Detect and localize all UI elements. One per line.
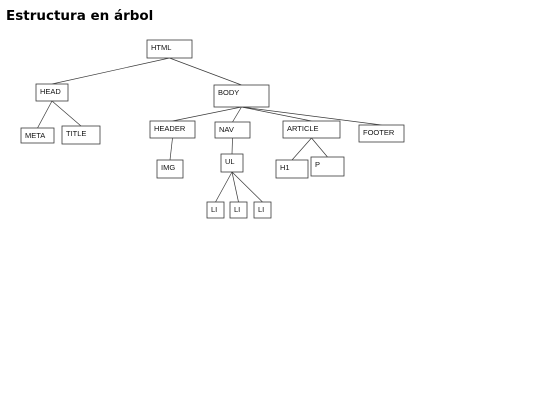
edge-html-head [51, 57, 170, 85]
node-box-meta [20, 127, 55, 144]
node-li1: LI [206, 201, 225, 219]
nodes-layer: HTML HEAD BODY META TITLE HEADER NAV ARTICLE FOO… [20, 39, 405, 219]
node-box-li3 [253, 201, 272, 219]
node-box-header [149, 120, 196, 139]
node-label-li1: LI [211, 205, 217, 214]
node-box-html [146, 39, 193, 59]
node-meta: META [20, 127, 55, 144]
node-box-p [310, 156, 345, 177]
node-img: IMG [156, 159, 184, 179]
node-li2: LI [229, 201, 248, 219]
edge-nav-ul [231, 137, 233, 155]
edge-head-title [51, 100, 82, 127]
edge-article-p [311, 137, 328, 158]
node-label-header: HEADER [154, 124, 186, 133]
node-article: ARTICLE [282, 120, 341, 139]
node-box-li2 [229, 201, 248, 219]
edge-body-nav [232, 106, 242, 123]
node-box-footer [358, 124, 405, 143]
node-box-article [282, 120, 341, 139]
node-label-body: BODY [218, 88, 239, 97]
node-box-li1 [206, 201, 225, 219]
node-label-li3: LI [258, 205, 264, 214]
node-li3: LI [253, 201, 272, 219]
node-box-h1 [275, 159, 309, 179]
node-p: P [310, 156, 345, 177]
edge-html-body [169, 57, 242, 86]
node-header: HEADER [149, 120, 196, 139]
node-label-ul: UL [225, 157, 235, 166]
node-footer: FOOTER [358, 124, 405, 143]
node-box-nav [214, 121, 251, 139]
node-label-footer: FOOTER [363, 128, 395, 137]
node-label-nav: NAV [219, 125, 234, 134]
node-label-article: ARTICLE [287, 124, 319, 133]
node-html: HTML [146, 39, 193, 59]
node-box-title [61, 125, 101, 145]
edge-header-img [169, 137, 173, 161]
node-box-img [156, 159, 184, 179]
node-box-body [213, 84, 270, 108]
node-label-li2: LI [234, 205, 240, 214]
node-ul: UL [220, 153, 244, 173]
node-label-head: HEAD [40, 87, 61, 96]
node-box-head [35, 83, 69, 102]
node-label-meta: META [25, 131, 45, 140]
node-nav: NAV [214, 121, 251, 139]
edge-article-h1 [291, 137, 312, 161]
edge-ul-li2 [231, 171, 239, 203]
edge-ul-li3 [231, 171, 263, 203]
node-h1: H1 [275, 159, 309, 179]
node-label-p: P [315, 160, 320, 169]
node-label-h1: H1 [280, 163, 290, 172]
node-box-ul [220, 153, 244, 173]
edge-ul-li1 [215, 171, 233, 203]
node-title: TITLE [61, 125, 101, 145]
edge-body-header [172, 106, 242, 122]
node-label-title: TITLE [66, 129, 86, 138]
node-head: HEAD [35, 83, 69, 102]
edge-body-article [241, 106, 312, 122]
node-body: BODY [213, 84, 270, 108]
node-label-img: IMG [161, 163, 175, 172]
diagram-title: Estructura en árbol [6, 8, 154, 24]
edge-body-footer [241, 106, 382, 126]
node-label-html: HTML [151, 43, 171, 52]
edge-head-meta [37, 100, 53, 129]
edges-layer [37, 57, 382, 203]
